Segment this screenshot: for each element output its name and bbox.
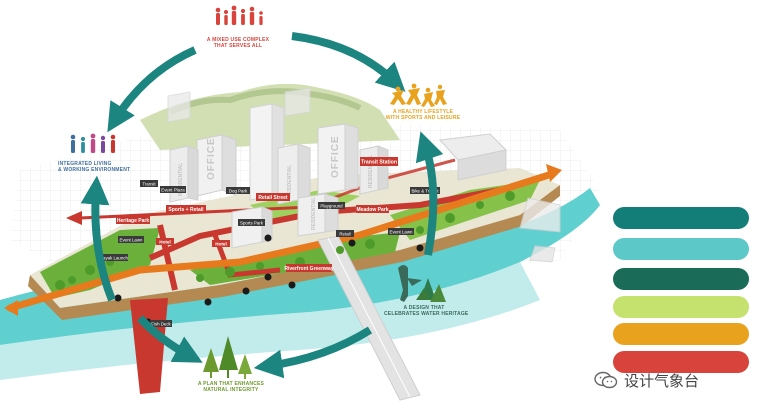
legend-swatch-aqua	[613, 238, 749, 260]
watermark: 设计气象台	[594, 369, 699, 391]
svg-text:Sports Park: Sports Park	[240, 220, 264, 225]
building-res-4	[298, 194, 338, 236]
wechat-icon	[594, 371, 618, 389]
tag-dog-park: Dog Park	[226, 187, 250, 194]
tag-event-lawn-2: Event Lawn	[388, 228, 414, 235]
tag-retail: Retail	[336, 230, 354, 237]
label-residential-2: RESIDENTIAL	[287, 165, 293, 198]
tag-heritage-park: Heritage Park	[116, 216, 150, 224]
building-res-1	[170, 146, 198, 202]
tag-riverfront-greenway: Riverfront Greenway	[284, 264, 333, 272]
svg-text:Hotel: Hotel	[215, 241, 226, 246]
svg-text:Event Lawn: Event Lawn	[120, 237, 144, 242]
theme-natural-integrity: A PLAN THAT ENHANCES NATURAL INTEGRITY	[196, 381, 266, 393]
legend-swatch-lime	[613, 296, 749, 318]
building-res-3	[360, 146, 388, 194]
cycle-arrow-top-right	[292, 36, 395, 82]
tag-retail-street: Retail Street	[256, 193, 290, 201]
tag-meadow-park: Meadow Park	[356, 205, 389, 213]
tag-sports-retail: Sports + Retail	[166, 205, 206, 213]
legend-swatch-orange	[613, 323, 749, 345]
svg-text:Event Plaza: Event Plaza	[161, 187, 185, 192]
svg-text:Transit Station: Transit Station	[361, 160, 397, 166]
tag-event-plaza: Event Plaza	[160, 186, 186, 193]
svg-text:Event Lawn: Event Lawn	[390, 229, 414, 234]
label-office-right: OFFICE	[330, 135, 341, 178]
theme-living-working: INTEGRATED LIVING & WORKING ENVIRONMENT	[58, 161, 130, 173]
tag-hotel: Hotel	[212, 240, 230, 247]
red-pier	[130, 298, 168, 394]
tag-hotel-2: Hotel	[156, 238, 174, 245]
svg-text:Riverfront Greenway: Riverfront Greenway	[284, 266, 333, 272]
theme-natural-integrity-line2: NATURAL INTEGRITY	[196, 387, 266, 393]
east-pier-2	[530, 246, 555, 262]
svg-text:Meadow Park: Meadow Park	[357, 207, 389, 213]
theme-healthy-lifestyle: A HEALTHY LIFESTYLE WITH SPORTS AND LEIS…	[384, 109, 462, 121]
legend-swatch-dark-green	[613, 268, 749, 290]
people-icon-mixed-use	[216, 6, 263, 25]
watermark-text: 设计气象台	[624, 370, 699, 391]
theme-living-working-line2: & WORKING ENVIRONMENT	[58, 167, 130, 173]
svg-text:Retail Street: Retail Street	[258, 195, 288, 201]
label-residential-4: RESIDENTIAL	[311, 197, 317, 230]
svg-text:Hotel: Hotel	[159, 239, 170, 244]
theme-healthy-lifestyle-line2: WITH SPORTS AND LEISURE	[384, 115, 462, 121]
svg-text:Heritage Park: Heritage Park	[117, 218, 149, 224]
svg-text:Kayak Launch: Kayak Launch	[100, 255, 128, 260]
tag-event-lawn: Event Lawn	[118, 236, 144, 243]
svg-text:Sports + Retail: Sports + Retail	[168, 207, 204, 213]
sports-icon-healthy	[390, 84, 447, 107]
svg-text:Retail: Retail	[339, 231, 350, 236]
tag-transit-station: Transit Station	[360, 157, 398, 166]
tag-sports-park: Sports Park	[238, 219, 265, 226]
svg-text:Transit: Transit	[142, 181, 156, 186]
theme-water-heritage-line2: CELEBRATES WATER HERITAGE	[384, 311, 464, 317]
theme-water-heritage: A DESIGN THAT CELEBRATES WATER HERITAGE	[384, 305, 464, 317]
svg-text:Dog Park: Dog Park	[229, 188, 248, 193]
svg-text:Playground: Playground	[320, 203, 343, 208]
theme-mixed-use: A MIXED USE COMPLEX THAT SERVES ALL	[204, 37, 272, 49]
legend-swatch-teal	[613, 207, 749, 229]
tag-transit: Transit	[140, 180, 158, 187]
theme-mixed-use-line2: THAT SERVES ALL	[204, 43, 272, 49]
tag-kayak-launch: Kayak Launch	[100, 254, 128, 261]
label-office-left: OFFICE	[206, 137, 217, 180]
svg-text:Fish Deck: Fish Deck	[151, 321, 171, 326]
tag-playground: Playground	[318, 202, 345, 209]
